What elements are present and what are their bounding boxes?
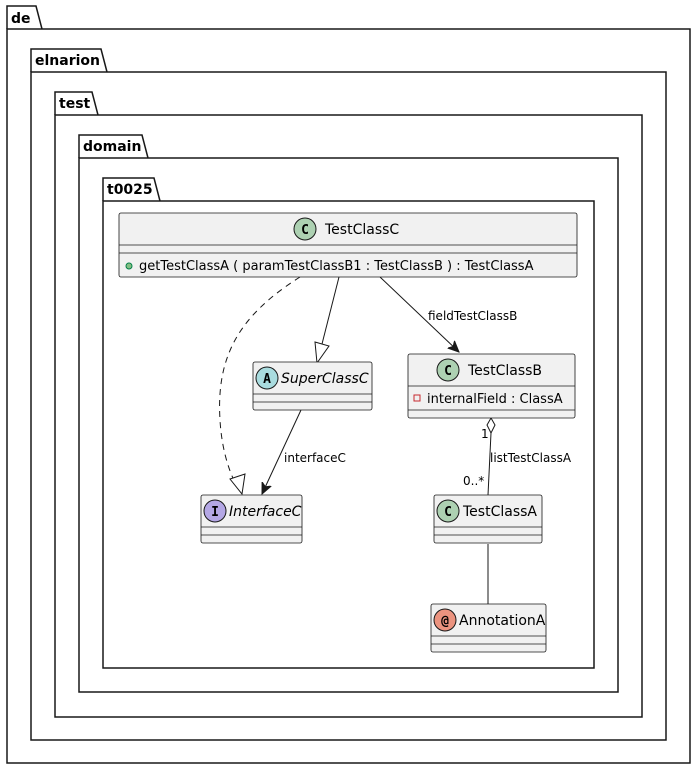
class-testclassb[interactable]: C TestClassB internalField : ClassA: [407, 353, 576, 419]
class-c-icon-letter: C: [301, 223, 309, 238]
class-interfacec[interactable]: I InterfaceC: [200, 494, 303, 544]
package-label-test: test: [59, 96, 91, 112]
public-visibility-icon: [125, 262, 133, 270]
class-c-icon: [293, 217, 317, 241]
edge-testclassb-aggregates-testclassa: 1 listTestClassA 0..*: [463, 416, 572, 496]
package-elnarion: elnarion: [30, 48, 667, 741]
class-name: TestClassA: [462, 504, 537, 520]
edge-label-listtestclassa: listTestClassA: [490, 451, 572, 465]
class-name: InterfaceC: [229, 504, 302, 520]
package-domain: domain: [78, 134, 619, 693]
interface-icon: [203, 499, 227, 523]
edge-superclassc-to-interfacec: interfaceC: [262, 409, 346, 494]
class-testclassc[interactable]: C TestClassC getTestClassA ( paramTestCl…: [118, 212, 578, 278]
package-label-domain: domain: [83, 139, 141, 155]
package-t0025: t0025: [102, 177, 595, 669]
field-internalfield: internalField : ClassA: [427, 392, 563, 407]
package-label-elnarion: elnarion: [35, 53, 100, 69]
class-name: SuperClassC: [281, 371, 369, 387]
abstract-class-icon-letter: A: [263, 372, 271, 387]
annotation-icon: [433, 608, 457, 632]
class-name: AnnotationA: [459, 613, 546, 629]
class-c-icon: [436, 358, 460, 382]
edge-testclassc-to-testclassb: fieldTestClassB: [379, 276, 517, 352]
class-annotationa[interactable]: @ AnnotationA: [430, 603, 547, 653]
package-test: test: [54, 91, 643, 718]
annotation-icon-letter: @: [441, 614, 449, 629]
abstract-class-icon: [255, 366, 279, 390]
class-superclassc[interactable]: A SuperClassC: [252, 361, 373, 411]
class-name: TestClassB: [467, 363, 542, 379]
multiplicity-target: 0..*: [463, 474, 484, 488]
package-de: de: [6, 5, 691, 764]
interface-icon-letter: I: [211, 505, 219, 520]
edge-label-fieldtestclassb: fieldTestClassB: [428, 309, 517, 323]
package-label-de: de: [11, 11, 31, 27]
class-c-icon-letter: C: [444, 364, 452, 379]
edge-testclassc-realizes-interfacec: [219, 276, 301, 496]
class-testclassa[interactable]: C TestClassA: [433, 494, 543, 544]
edge-label-interfacec: interfaceC: [284, 451, 346, 465]
package-label-t0025: t0025: [107, 182, 153, 198]
class-c-icon-letter: C: [444, 505, 452, 520]
edge-testclassc-extends-superclassc: [314, 276, 340, 365]
class-c-icon: [436, 499, 460, 523]
private-visibility-icon: [413, 394, 421, 402]
multiplicity-source: 1: [481, 427, 489, 441]
class-name: TestClassC: [324, 222, 399, 238]
method-gettestclassa: getTestClassA ( paramTestClassB1 : TestC…: [139, 259, 534, 274]
